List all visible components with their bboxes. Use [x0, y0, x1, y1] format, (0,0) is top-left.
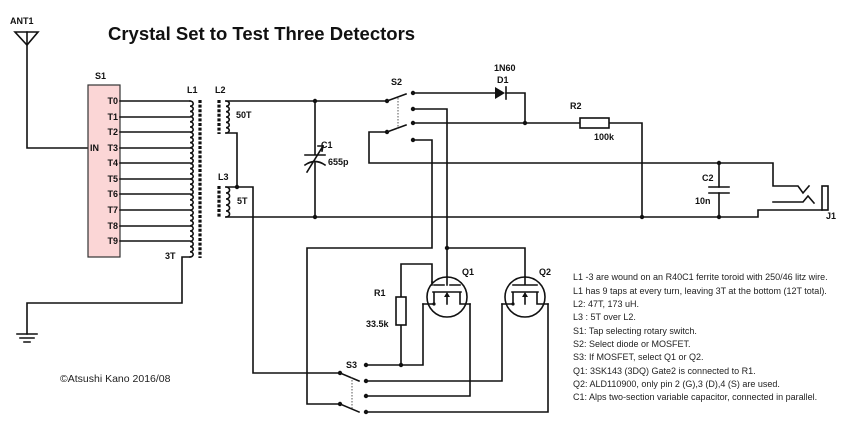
note-line: L3 : 5T over L2.	[573, 312, 636, 322]
junction-dots	[234, 98, 722, 368]
mosfet-q1: Q1	[422, 267, 474, 318]
l1-label: L1	[187, 85, 198, 95]
note-line: S1: Tap selecting rotary switch.	[573, 326, 697, 336]
s1-tap-label: T6	[107, 189, 118, 199]
s1-tap-label: T1	[107, 112, 118, 122]
s1-tap-label: T7	[107, 205, 118, 215]
note-line: Q1: 3SK143 (3DQ) Gate2 is connected to R…	[573, 366, 756, 376]
c2-label: C2	[702, 173, 714, 183]
wiring	[225, 92, 823, 413]
c1-label: C1	[321, 140, 333, 150]
s1-tap-label: T3	[107, 143, 118, 153]
d1-label: D1	[497, 75, 509, 85]
s1-tap-label: T8	[107, 221, 118, 231]
note-line: S3: If MOSFET, select Q1 or Q2.	[573, 352, 704, 362]
c1-value: 655p	[328, 157, 349, 167]
note-line: L1 has 9 taps at every turn, leaving 3T …	[573, 286, 827, 296]
r2-label: R2	[570, 101, 582, 111]
ground-icon	[16, 333, 38, 343]
diode-d1: 1N60 D1	[494, 63, 516, 100]
c2-value: 10n	[695, 196, 711, 206]
capacitor-c2: C2 10n	[695, 173, 730, 206]
s1-tap-label: T0	[107, 96, 118, 106]
d1-value: 1N60	[494, 63, 516, 73]
schematic-title: Crystal Set to Test Three Detectors	[108, 23, 415, 44]
note-line: L1 -3 are wound on an R40C1 ferrite toro…	[573, 272, 828, 282]
notes-block: L1 -3 are wound on an R40C1 ferrite toro…	[573, 272, 828, 402]
rotary-switch-s1: S1 IN T0 T1 T2 T3 T4 T5 T6 T7 T8 T9	[87, 71, 121, 258]
ant1-label: ANT1	[10, 16, 34, 26]
s1-tap-label: T4	[107, 158, 118, 168]
resistor-r2: R2 100k	[570, 101, 615, 142]
s1-label: S1	[95, 71, 106, 81]
l3-value: 5T	[237, 196, 248, 206]
r1-value: 33.5k	[366, 319, 390, 329]
note-line: Q2: ALD110900, only pin 2 (G),3 (D),4 (S…	[573, 379, 780, 389]
switch-s3: S3	[337, 360, 369, 415]
inductor-l3: L3 5T	[217, 172, 248, 218]
s1-tap-label: T2	[107, 127, 118, 137]
s1-input-label: IN	[90, 143, 99, 153]
note-line: L2: 47T, 173 uH.	[573, 299, 639, 309]
l1-bottom-turns-label: 3T	[165, 251, 176, 261]
r1-label: R1	[374, 288, 386, 298]
tap-wires	[119, 100, 191, 242]
s3-label: S3	[346, 360, 357, 370]
s1-tap-label: T9	[107, 236, 118, 246]
s1-tap-label: T5	[107, 174, 118, 184]
variable-capacitor-c1: C1 655p	[303, 140, 349, 174]
l2-value: 50T	[236, 110, 252, 120]
jack-j1: J1	[821, 185, 836, 221]
j1-label: J1	[826, 211, 836, 221]
q2-label: Q2	[539, 267, 551, 277]
l3-label: L3	[218, 172, 229, 182]
l2-label: L2	[215, 85, 226, 95]
note-line: S2: Select diode or MOSFET.	[573, 339, 691, 349]
inductor-l1: L1 3T	[165, 85, 202, 261]
wire-antenna-to-s1	[26, 31, 89, 149]
wire-l1-to-ground	[26, 256, 191, 335]
copyright-text: ©Atsushi Kano 2016/08	[60, 373, 171, 385]
q1-label: Q1	[462, 267, 474, 277]
resistor-r1: R1 33.5k	[366, 288, 407, 329]
s2-label: S2	[391, 77, 402, 87]
inductor-l2: L2 50T	[215, 85, 252, 134]
switch-s2: S2	[384, 77, 416, 143]
antenna-ant1: ANT1	[10, 16, 40, 47]
mosfet-q2: Q2	[501, 267, 551, 318]
r2-value: 100k	[594, 132, 615, 142]
note-line: C1: Alps two-section variable capacitor,…	[573, 392, 817, 402]
